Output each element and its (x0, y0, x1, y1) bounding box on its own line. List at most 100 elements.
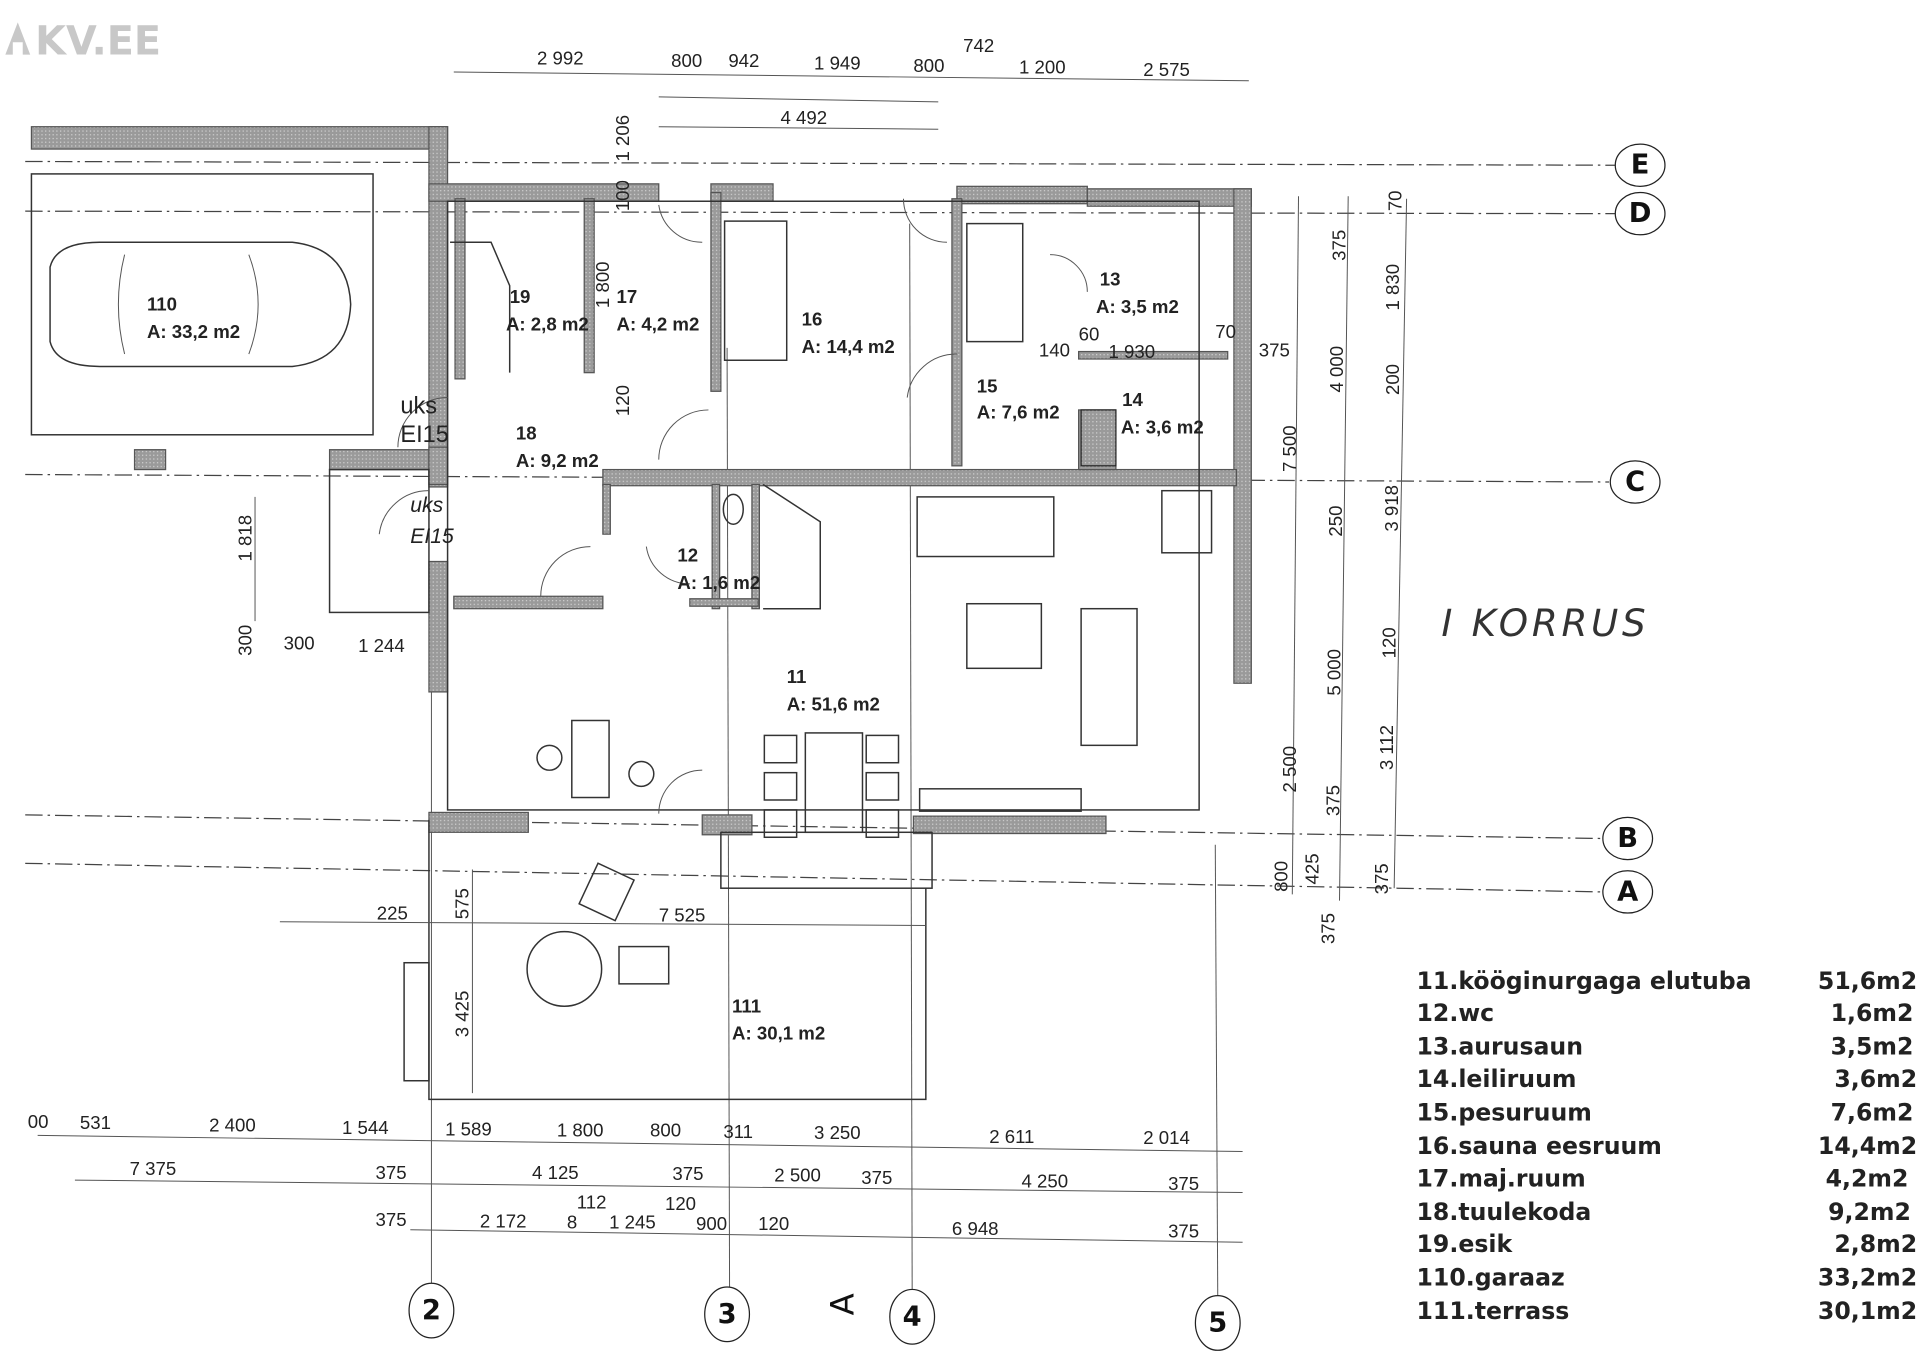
label: 5 (1208, 1307, 1227, 1338)
dim: 1 244 (358, 635, 405, 656)
label: 4 (903, 1301, 922, 1332)
dim: 375 (1259, 340, 1290, 361)
label: 30,1m2 (1818, 1297, 1917, 1325)
dim: 300 (234, 625, 255, 656)
dim: 1 800 (592, 261, 613, 308)
label: 17.maj.ruum (1417, 1164, 1586, 1192)
label: 3,5m2 (1831, 1033, 1914, 1061)
kv-ee-logo: KV.EE (5, 19, 161, 65)
dim: 375 (861, 1167, 892, 1188)
legend-item: 18.tuulekoda 9,2m2 (1417, 1198, 1911, 1226)
label: 9,2m2 (1828, 1198, 1911, 1226)
fixtures (30, 173, 1213, 1101)
dim: 1 589 (445, 1118, 492, 1139)
dim: 3 918 (1381, 485, 1402, 532)
dim: 531 (80, 1112, 111, 1133)
label: 11 (787, 666, 807, 687)
section-mark: A (824, 1293, 862, 1315)
label: 15 (977, 376, 998, 397)
label: 33,2m2 (1818, 1264, 1917, 1292)
room-18-label: 18 A: 9,2 m2 (516, 423, 599, 471)
door-labels: uks EI15 uks EI15 (400, 394, 454, 548)
axis-bubble-5: 5 (1194, 1295, 1241, 1351)
label: 14,4m2 (1818, 1132, 1917, 1160)
label: 14.leiliruum (1417, 1065, 1577, 1093)
axis-bubble-4: 4 (889, 1288, 936, 1345)
label: A: 3,6 m2 (1121, 417, 1204, 438)
dim: 120 (665, 1193, 696, 1214)
dim: 2 992 (537, 48, 584, 69)
dim: 1 818 (234, 515, 255, 562)
label: B (1617, 823, 1638, 854)
dim: 2 500 (774, 1164, 821, 1185)
legend-item: 111.terrass 30,1m2 (1417, 1297, 1918, 1325)
dim: 120 (1378, 627, 1399, 658)
label: D (1629, 198, 1652, 229)
label: 1,6m2 (1831, 999, 1914, 1027)
dim: 375 (1168, 1173, 1199, 1194)
door-label: uks (400, 394, 437, 420)
legend-item: 110.garaaz 33,2m2 (1417, 1264, 1918, 1292)
sauna-stove-icon (1080, 409, 1117, 467)
label: 13 (1100, 269, 1121, 290)
dim: 1 544 (342, 1117, 389, 1138)
label: A: 9,2 m2 (516, 450, 599, 471)
dim: 375 (1329, 230, 1350, 261)
dim: 3 112 (1376, 725, 1397, 770)
dimensions-top: 2 992 800 942 1 949 800 742 1 200 2 575 … (537, 35, 1190, 416)
dim: 300 (284, 633, 315, 654)
dim: 942 (728, 50, 759, 71)
dimensions-right: 7 500 2 500 800 375 4 000 250 5 000 375 … (1270, 190, 1405, 944)
label: E (1631, 150, 1650, 181)
label: 111.terrass (1417, 1297, 1570, 1325)
dim: 225 (377, 902, 408, 923)
dim: 800 (671, 50, 702, 71)
label: A: 7,6 m2 (977, 402, 1060, 423)
dim: 250 (1325, 506, 1346, 537)
label: A: 33,2 m2 (147, 321, 240, 342)
axis-bubble-D: D (1614, 191, 1666, 236)
dim: 5 000 (1324, 649, 1345, 696)
door-swings (378, 198, 1088, 814)
dim: 4 125 (532, 1162, 579, 1183)
dim: 120 (758, 1213, 789, 1234)
room-16-label: 16A: 14,4 m2 (802, 308, 895, 356)
walls (30, 126, 1252, 836)
dim: 4 000 (1326, 346, 1347, 393)
dim: 375 (1323, 785, 1344, 816)
dim: 1 245 (609, 1212, 656, 1233)
dim: 70 (1385, 190, 1406, 211)
label: 12 (677, 544, 698, 565)
dim: 800 (913, 55, 944, 76)
label: A: 14,4 m2 (802, 336, 895, 357)
dim: 6 948 (952, 1218, 999, 1239)
dim: 7 525 (659, 905, 706, 926)
dimensions-interior: 60 140 1 930 70 375 (1039, 321, 1290, 362)
dim: 1 930 (1108, 341, 1155, 362)
dim: 900 (696, 1213, 727, 1234)
door-label-handwritten: uks (410, 494, 443, 517)
axis-bubble-E: E (1614, 143, 1666, 187)
label: 18.tuulekoda (1417, 1198, 1592, 1226)
dim: 2 400 (209, 1115, 256, 1136)
room-14-label: 14 A: 3,6 m2 (1121, 389, 1204, 437)
dim: 1 200 (1019, 56, 1066, 77)
dim: 00 (28, 1111, 49, 1132)
label: 15.pesuruum (1417, 1098, 1592, 1126)
label: 18 (516, 423, 537, 444)
label: 110.garaaz (1417, 1264, 1565, 1292)
dim: 4 250 (1021, 1171, 1068, 1192)
dim: 100 (612, 180, 633, 211)
label: 14 (1122, 389, 1143, 410)
dim: 8 (567, 1212, 577, 1233)
dimension-lines (37, 71, 1408, 1243)
door-label: EI15 (400, 422, 449, 448)
